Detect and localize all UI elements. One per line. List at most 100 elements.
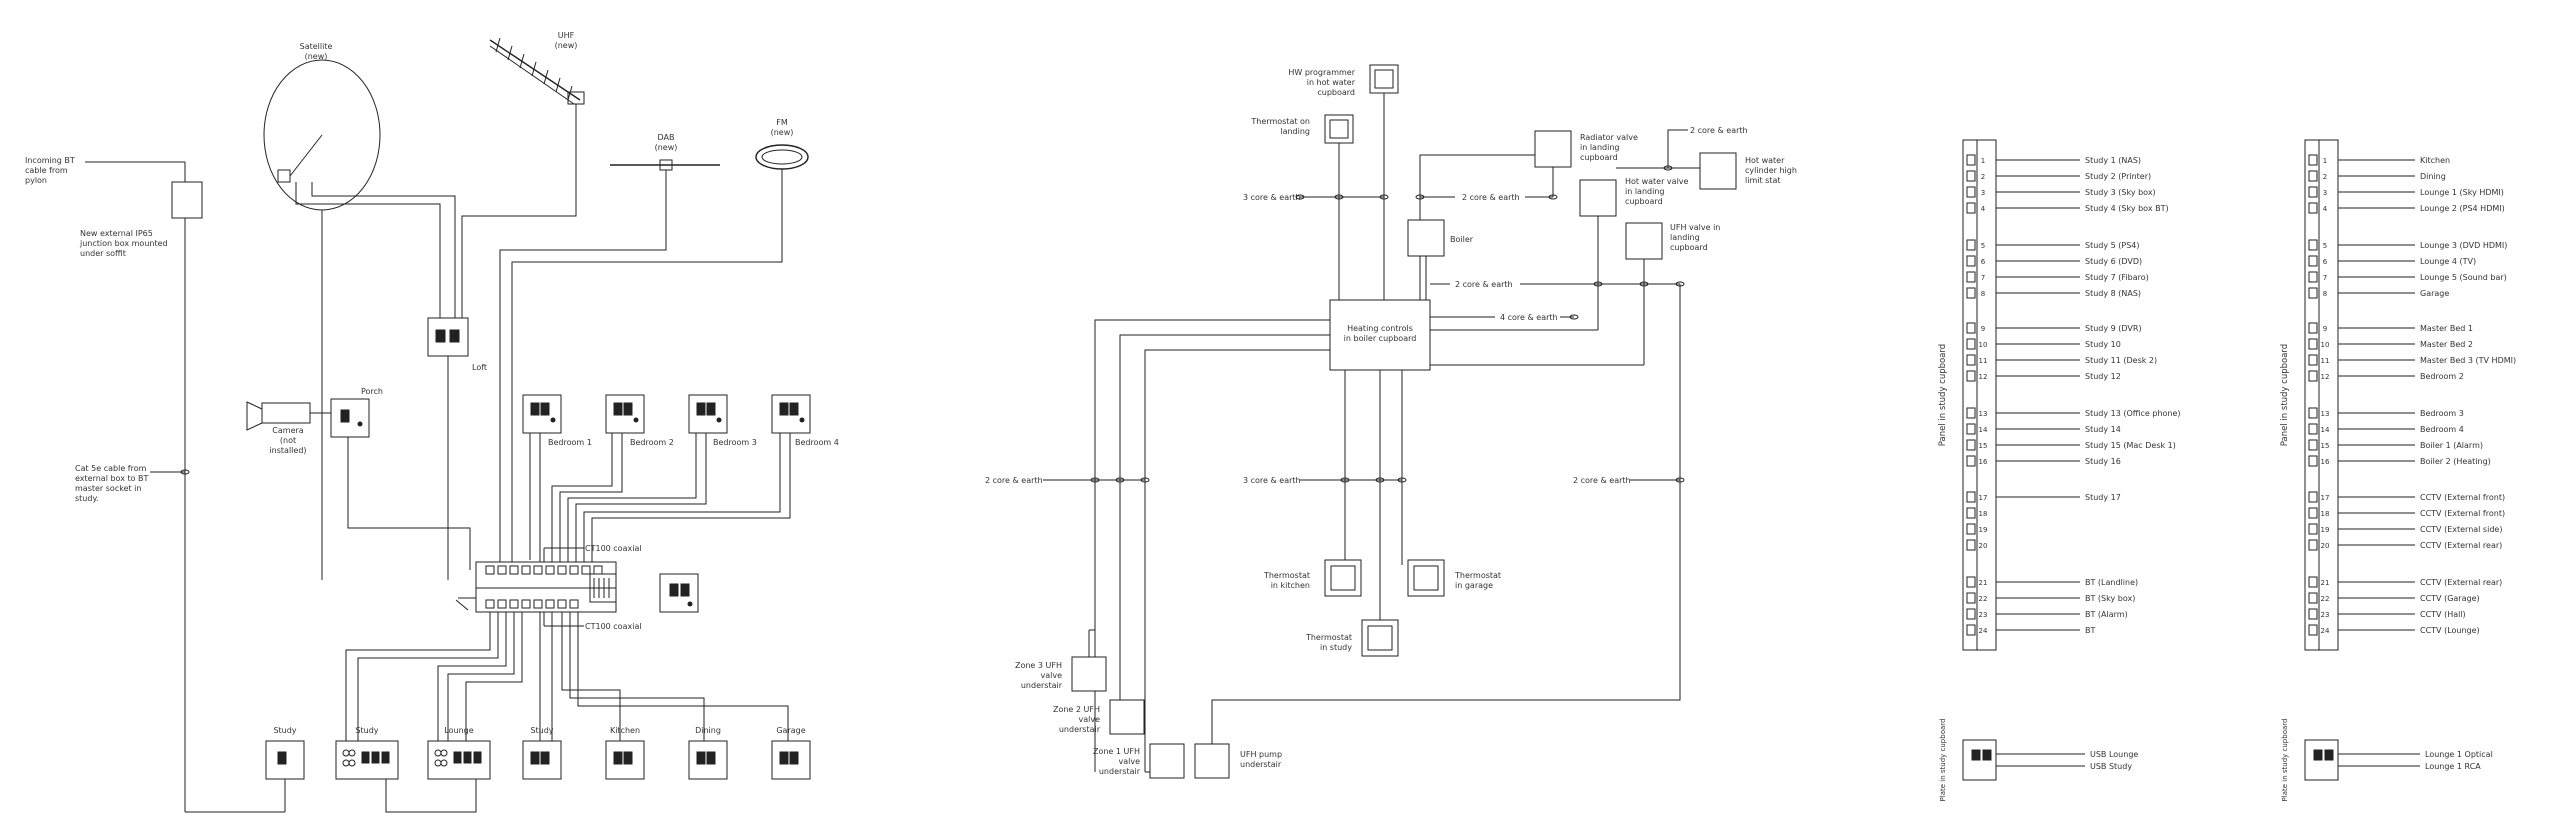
bedroom-socket-1 bbox=[522, 394, 562, 434]
hot-water-valve-label-2: in landing bbox=[1625, 187, 1664, 196]
panel-a-port-number-18: 18 bbox=[1979, 510, 1988, 518]
bottom-label-garage: Garage bbox=[776, 726, 805, 735]
bottom-socket-dining bbox=[688, 740, 728, 780]
panel-b-port-number-12: 12 bbox=[2321, 373, 2330, 381]
panel-a-port-number-2: 2 bbox=[1981, 173, 1985, 181]
panel-b-port-number-9: 9 bbox=[2323, 325, 2327, 333]
panel-b-port-number-24: 24 bbox=[2321, 627, 2330, 635]
zone3-label-1: Zone 3 UFH bbox=[1015, 661, 1062, 670]
fm-label-1: FM bbox=[776, 118, 788, 127]
patch-panel-b bbox=[2304, 139, 2339, 651]
cable-label-3core-bottom: 3 core & earth bbox=[1243, 476, 1301, 485]
panel-a-port-number-8: 8 bbox=[1981, 290, 1985, 298]
thermostat-landing-box bbox=[1324, 114, 1354, 144]
ufh-valve-label-1: UFH valve in bbox=[1670, 223, 1720, 232]
panel-b-port-number-20: 20 bbox=[2321, 542, 2330, 550]
bottom-socket-lounge bbox=[427, 740, 491, 780]
camera-label-1: Camera bbox=[272, 426, 303, 435]
panel-a-port-number-24: 24 bbox=[1979, 627, 1988, 635]
porch-label: Porch bbox=[361, 387, 383, 396]
cable-label-4core: 4 core & earth bbox=[1500, 313, 1558, 322]
panel-b-port-label-12: Bedroom 2 bbox=[2420, 372, 2464, 381]
panel-b-port-number-4: 4 bbox=[2323, 205, 2328, 213]
ufh-valve-label-3: cupboard bbox=[1670, 243, 1708, 252]
panel-b-port-24 bbox=[2308, 624, 2318, 636]
panel-a-port-number-13: 13 bbox=[1979, 410, 1988, 418]
heating-section: HW programmer in hot water cupboard Ther… bbox=[985, 64, 1797, 779]
panel-a-port-label-21: BT (Landline) bbox=[2085, 578, 2138, 587]
dab-aerial-icon bbox=[610, 159, 720, 205]
panel-a-port-17 bbox=[1966, 491, 1976, 503]
wall-socket bbox=[659, 573, 699, 613]
panel-b-port-number-18: 18 bbox=[2321, 510, 2330, 518]
panel-a-port-number-10: 10 bbox=[1979, 341, 1988, 349]
panel-a-port-label-5: Study 5 (PS4) bbox=[2085, 241, 2140, 250]
cable-label-3core-top: 3 core & earth bbox=[1243, 193, 1301, 202]
panel-b-port-label-20: CCTV (External rear) bbox=[2420, 541, 2502, 550]
bedroom-socket-4 bbox=[771, 394, 811, 434]
panel-a-port-number-1: 1 bbox=[1981, 157, 1985, 165]
panel-b-port-16 bbox=[2308, 455, 2318, 467]
hot-water-valve-label-1: Hot water valve bbox=[1625, 177, 1689, 186]
thermostat-kitchen-label-1: Thermostat bbox=[1263, 571, 1310, 580]
panel-b-port-label-11: Master Bed 3 (TV HDMI) bbox=[2420, 356, 2516, 365]
zone3-valve-box bbox=[1071, 656, 1107, 692]
camera-icon bbox=[246, 401, 331, 431]
panel-a-port-6 bbox=[1966, 255, 1976, 267]
cat5e-label-2: external box to BT bbox=[75, 474, 149, 483]
panel-a-port-label-22: BT (Sky box) bbox=[2085, 594, 2135, 603]
panel-b-port-number-3: 3 bbox=[2323, 189, 2327, 197]
usb-plate-b-title: Plate in study cupboard bbox=[2281, 719, 2289, 802]
panel-b-port-label-22: CCTV (Garage) bbox=[2420, 594, 2480, 603]
cable-label-2core-c: 2 core & earth bbox=[1455, 280, 1513, 289]
panel-a-port-9 bbox=[1966, 322, 1976, 334]
panel-a-port-15 bbox=[1966, 439, 1976, 451]
panel-b-port-label-8: Garage bbox=[2420, 289, 2449, 298]
radiator-valve-box bbox=[1534, 130, 1572, 168]
thermostat-garage-label-1: Thermostat bbox=[1454, 571, 1501, 580]
panel-b-port-18 bbox=[2308, 507, 2318, 519]
panel-b-port-label-6: Lounge 4 (TV) bbox=[2420, 257, 2476, 266]
bottom-socket-kitchen bbox=[605, 740, 645, 780]
bedroom-3-label: Bedroom 3 bbox=[713, 438, 757, 447]
panel-b-port-13 bbox=[2308, 407, 2318, 419]
panel-b-port-number-16: 16 bbox=[2321, 458, 2330, 466]
panel-b-port-23 bbox=[2308, 608, 2318, 620]
panel-a-port-label-4: Study 4 (Sky box BT) bbox=[2085, 204, 2169, 213]
panel-a-port-7 bbox=[1966, 271, 1976, 283]
panel-a-port-23 bbox=[1966, 608, 1976, 620]
panel-b-port-number-22: 22 bbox=[2321, 595, 2330, 603]
thermostat-study-label-2: in study bbox=[1320, 643, 1352, 652]
panel-b-port-label-2: Dining bbox=[2420, 172, 2446, 181]
bedroom-4-label: Bedroom 4 bbox=[795, 438, 839, 447]
panel-a-port-number-12: 12 bbox=[1979, 373, 1988, 381]
zone2-label-1: Zone 2 UFH bbox=[1053, 705, 1100, 714]
usb-a-label-1: USB Lounge bbox=[2090, 750, 2138, 759]
ct100-top-label: CT100 coaxial bbox=[585, 544, 642, 553]
cable-label-2core-d: 2 core & earth bbox=[985, 476, 1043, 485]
panel-b-port-number-17: 17 bbox=[2321, 494, 2330, 502]
panel-b-port-label-15: Boiler 1 (Alarm) bbox=[2420, 441, 2483, 450]
panel-a-port-label-12: Study 12 bbox=[2085, 372, 2121, 381]
bedroom-2-label: Bedroom 2 bbox=[630, 438, 674, 447]
panel-a-port-label-11: Study 11 (Desk 2) bbox=[2085, 356, 2157, 365]
panel-b-port-number-23: 23 bbox=[2321, 611, 2330, 619]
cable-label-2core-a: 2 core & earth bbox=[1462, 193, 1520, 202]
hw-programmer-label-3: cupboard bbox=[1317, 88, 1355, 97]
panel-b-port-4 bbox=[2308, 202, 2318, 214]
panel-a-port-5 bbox=[1966, 239, 1976, 251]
panel-b-port-number-1: 1 bbox=[2323, 157, 2327, 165]
panel-a-port-16 bbox=[1966, 455, 1976, 467]
panel-a-port-12 bbox=[1966, 370, 1976, 382]
panel-a-port-label-6: Study 6 (DVD) bbox=[2085, 257, 2142, 266]
zone2-valve-box bbox=[1109, 699, 1145, 735]
panel-b-port-14 bbox=[2308, 423, 2318, 435]
usb-b-label-1: Lounge 1 Optical bbox=[2425, 750, 2493, 759]
panel-b-port-label-21: CCTV (External rear) bbox=[2420, 578, 2502, 587]
panel-a-port-label-10: Study 10 bbox=[2085, 340, 2121, 349]
heating-controls-label-2: in boiler cupboard bbox=[1344, 334, 1417, 343]
panel-b-port-11 bbox=[2308, 354, 2318, 366]
junction-box-label-3: under soffit bbox=[80, 249, 126, 258]
cylinder-stat-label-1: Hot water bbox=[1745, 156, 1785, 165]
